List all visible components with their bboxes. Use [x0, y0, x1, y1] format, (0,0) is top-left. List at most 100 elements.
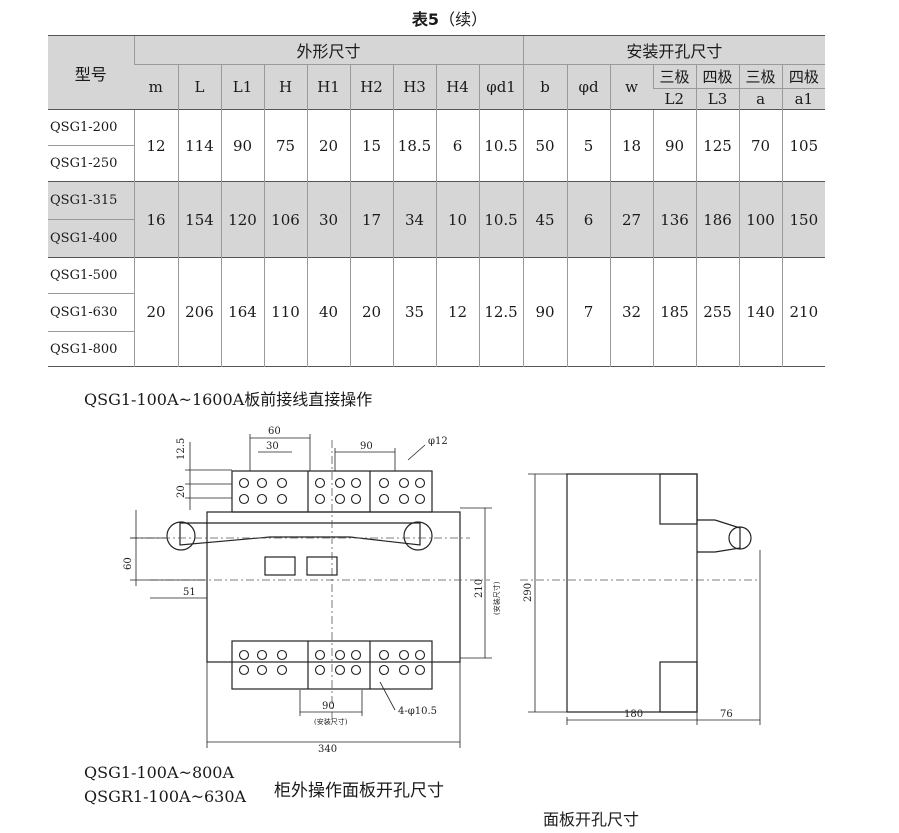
value-cell: 100 — [738, 181, 783, 258]
value-cell: 164 — [220, 257, 264, 367]
value-cell: 45 — [522, 181, 568, 258]
terminal-hole — [350, 493, 362, 505]
dim-290: 290 — [523, 583, 534, 602]
terminal-hole — [414, 649, 426, 661]
dim-holes: 4-φ10.5 — [398, 706, 437, 717]
value-cell: 35 — [392, 257, 436, 367]
value-cell: 40 — [306, 257, 350, 367]
terminal-hole — [276, 477, 288, 489]
value-cell: 12 — [435, 257, 479, 367]
terminal-hole — [314, 649, 326, 661]
table-row: QSG1-400 — [48, 219, 825, 258]
terminal-hole — [314, 493, 326, 505]
terminal-hole — [256, 493, 268, 505]
panel-cutout-caption: 面板开孔尺寸 — [543, 810, 640, 829]
col-header: H4 — [435, 64, 479, 110]
model-caption-line2: QSGR1-100A~630A — [84, 787, 247, 806]
value-cell: 110 — [263, 257, 307, 367]
dim-90-top: 90 — [360, 441, 373, 452]
value-cell: 6 — [566, 181, 611, 258]
terminal-hole — [276, 664, 288, 676]
dim-180: 180 — [624, 709, 643, 720]
handle-knob-left — [166, 521, 196, 551]
value-cell: 12 — [133, 109, 178, 182]
model-cell: QSG1-630 — [48, 293, 134, 332]
value-cell: 90 — [522, 257, 568, 367]
col-header: H1 — [306, 64, 350, 110]
value-cell: 75 — [263, 109, 307, 182]
value-cell: 185 — [652, 257, 697, 367]
value-cell: 186 — [695, 181, 740, 258]
terminal-hole — [378, 664, 390, 676]
outer-dimensions-header: 外形尺寸 — [133, 35, 524, 65]
terminal-hole — [414, 493, 426, 505]
value-cell: 20 — [306, 109, 350, 182]
table-row: QSG1-630 — [48, 293, 825, 332]
terminal-hole — [238, 649, 250, 661]
terminal-hole — [238, 664, 250, 676]
table-title: 表5（续） — [0, 6, 899, 30]
dim-210: 210 — [474, 579, 485, 598]
value-cell: 106 — [263, 181, 307, 258]
value-cell: 32 — [609, 257, 654, 367]
pole-label: 四极 — [781, 64, 826, 89]
model-cell: QSG1-400 — [48, 219, 134, 258]
value-cell: 150 — [781, 181, 826, 258]
pole-label: 四极 — [695, 64, 740, 89]
dim-12-5: 12.5 — [176, 438, 187, 460]
value-cell: 154 — [177, 181, 221, 258]
col-header: H2 — [349, 64, 393, 110]
value-cell: 5 — [566, 109, 611, 182]
value-cell: 105 — [781, 109, 826, 182]
value-cell: 140 — [738, 257, 783, 367]
value-cell: 10.5 — [478, 109, 524, 182]
pole-label: 三极 — [738, 64, 783, 89]
col-header: b — [522, 64, 568, 110]
value-cell: 6 — [435, 109, 479, 182]
terminal-hole — [398, 649, 410, 661]
terminal-hole — [238, 477, 250, 489]
model-cell: QSG1-200 — [48, 109, 134, 146]
pole-label: 三极 — [652, 64, 697, 89]
terminal-hole — [334, 477, 346, 489]
dim-90-note: (安装尺寸) — [314, 717, 348, 726]
value-cell: 7 — [566, 257, 611, 367]
model-header: 型号 — [48, 35, 134, 110]
value-cell: 18 — [609, 109, 654, 182]
value-cell: 70 — [738, 109, 783, 182]
value-cell: 18.5 — [392, 109, 436, 182]
dim-51: 51 — [183, 587, 196, 598]
terminal-hole — [256, 477, 268, 489]
terminal-hole — [256, 649, 268, 661]
col-subheader: a1 — [781, 88, 826, 110]
dim-210-note: (安装尺寸) — [492, 581, 501, 615]
terminal-hole — [334, 493, 346, 505]
value-cell: 136 — [652, 181, 697, 258]
terminal-hole — [350, 649, 362, 661]
table-title-paren: （续） — [439, 10, 488, 29]
col-header: H3 — [392, 64, 436, 110]
terminal-hole — [314, 664, 326, 676]
terminal-hole — [378, 493, 390, 505]
col-header: L1 — [220, 64, 264, 110]
terminal-hole — [276, 493, 288, 505]
dimension-drawing: 60 30 90 12.5 20 φ12 60 51 210 (安装尺寸) 90… — [123, 426, 761, 755]
terminal-hole — [414, 664, 426, 676]
value-cell: 30 — [306, 181, 350, 258]
terminal-hole — [398, 493, 410, 505]
model-cell: QSG1-250 — [48, 145, 134, 182]
terminal-hole — [378, 649, 390, 661]
value-cell: 12.5 — [478, 257, 524, 367]
dim-76: 76 — [720, 709, 733, 720]
terminal-hole — [350, 477, 362, 489]
value-cell: 114 — [177, 109, 221, 182]
col-subheader: a — [738, 88, 783, 110]
value-cell: 206 — [177, 257, 221, 367]
value-cell: 15 — [349, 109, 393, 182]
dim-30: 30 — [266, 441, 279, 452]
terminal-hole — [398, 664, 410, 676]
value-cell: 50 — [522, 109, 568, 182]
